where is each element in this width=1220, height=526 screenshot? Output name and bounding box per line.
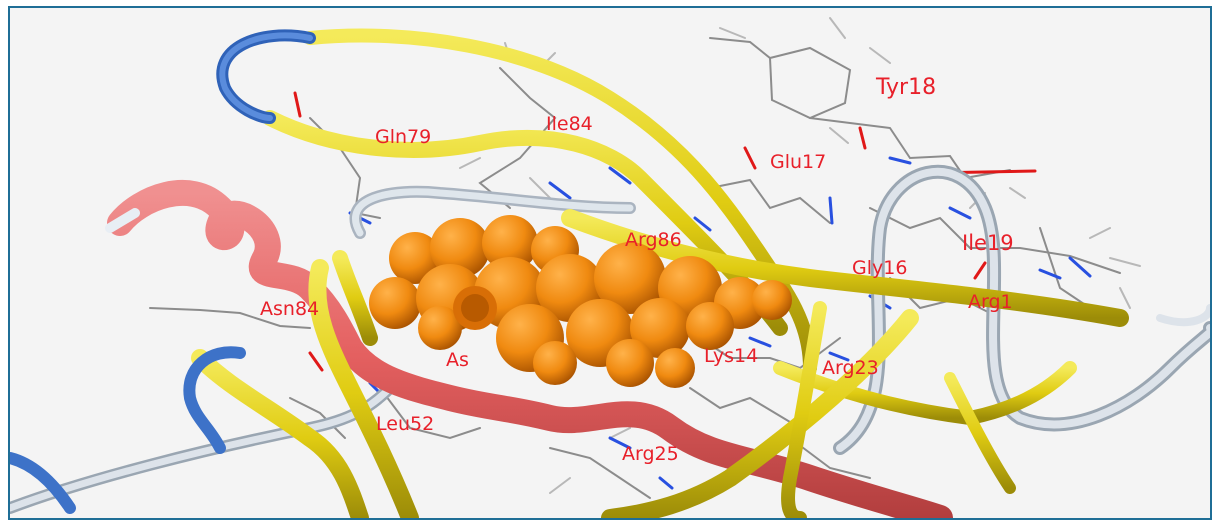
alpha-helix: [105, 180, 953, 518]
label-glu17: Glu17: [770, 151, 826, 173]
residue-labels: Gln79 Ile84 Tyr18 Glu17 Arg86 Ile19 Gly1…: [260, 75, 1014, 465]
label-asn84: Asn84: [260, 298, 319, 320]
label-arg1x: Arg1: [968, 291, 1013, 313]
molecular-docking-scene: Gln79 Ile84 Tyr18 Glu17 Arg86 Ile19 Gly1…: [10, 17, 1210, 518]
beta-sheets: [191, 28, 1129, 518]
blue-coil-segments: [10, 29, 316, 514]
label-arg23: Arg23: [822, 357, 879, 379]
label-arg86: Arg86: [625, 229, 682, 251]
label-ile19: Ile19: [962, 231, 1014, 255]
label-ile84: Ile84: [546, 113, 593, 135]
image-frame: Gln79 Ile84 Tyr18 Glu17 Arg86 Ile19 Gly1…: [8, 6, 1212, 520]
label-lys14: Lys14: [704, 345, 758, 367]
label-tyr18: Tyr18: [875, 75, 936, 100]
label-leu52: Leu52: [376, 413, 434, 435]
label-arg25: Arg25: [622, 443, 679, 465]
ligand-space-filling: [369, 215, 792, 388]
label-gly16: Gly16: [852, 257, 907, 279]
label-asx: As: [446, 349, 469, 371]
label-gln79: Gln79: [375, 126, 431, 148]
